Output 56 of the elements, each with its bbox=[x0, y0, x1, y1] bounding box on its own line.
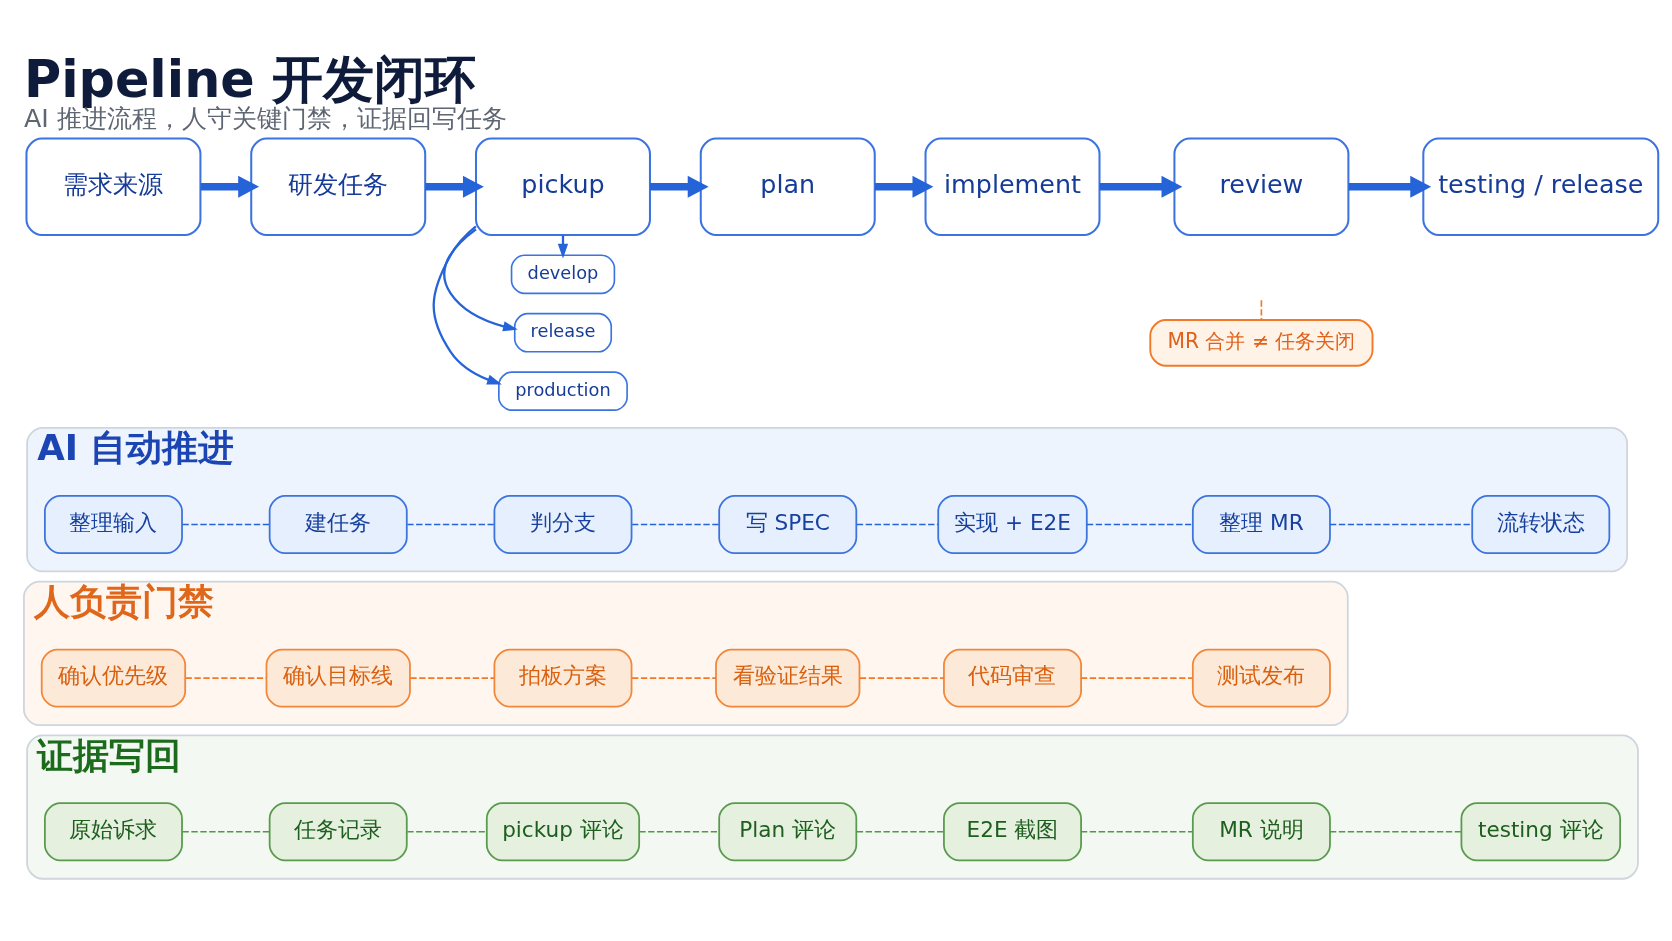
node-box: 看验证结果 bbox=[715, 648, 861, 708]
node-box: develop bbox=[510, 254, 616, 295]
node-box: review bbox=[1173, 137, 1350, 236]
node-box: pickup bbox=[474, 137, 651, 236]
node-box: 实现 + E2E bbox=[937, 495, 1088, 554]
arrow bbox=[443, 228, 518, 332]
connector bbox=[406, 830, 488, 833]
node-box: 写 SPEC bbox=[718, 495, 858, 554]
connector bbox=[856, 830, 945, 833]
node-box: 整理输入 bbox=[44, 495, 183, 554]
node-box: 研发任务 bbox=[250, 137, 427, 236]
node-box: production bbox=[498, 371, 628, 411]
connector bbox=[1080, 830, 1194, 833]
connector bbox=[1260, 299, 1263, 321]
connector bbox=[638, 830, 720, 833]
node-box: testing 评论 bbox=[1460, 802, 1622, 862]
node-box: 拍板方案 bbox=[493, 648, 633, 708]
node-box: 确认优先级 bbox=[40, 648, 187, 708]
connector bbox=[1329, 830, 1462, 833]
connector bbox=[1329, 523, 1473, 526]
node-box: pickup 评论 bbox=[485, 802, 641, 862]
connector bbox=[409, 677, 495, 679]
node-box: MR 说明 bbox=[1191, 802, 1331, 862]
node-box: 确认目标线 bbox=[265, 648, 411, 708]
node-box: 流转状态 bbox=[1471, 495, 1611, 554]
node-box: 需求来源 bbox=[25, 137, 202, 236]
node-box: Plan 评论 bbox=[718, 802, 858, 862]
arrow bbox=[200, 175, 260, 198]
node-box: E2E 截图 bbox=[943, 802, 1082, 862]
connector bbox=[406, 523, 496, 526]
node-box: 代码审查 bbox=[943, 648, 1082, 708]
arrow bbox=[425, 175, 484, 198]
node-box: 任务记录 bbox=[268, 802, 408, 862]
node-box: implement bbox=[924, 137, 1101, 236]
connector bbox=[1086, 523, 1194, 526]
connector bbox=[181, 830, 271, 833]
node-box: 建任务 bbox=[268, 495, 408, 554]
node-box: 判分支 bbox=[493, 495, 633, 554]
connector bbox=[631, 523, 720, 526]
connector bbox=[631, 677, 717, 679]
node-box: plan bbox=[699, 137, 876, 236]
node-box: 测试发布 bbox=[1191, 648, 1331, 708]
arrow bbox=[432, 225, 502, 385]
connector bbox=[1080, 677, 1194, 679]
connector bbox=[181, 523, 271, 526]
node-box: 原始诉求 bbox=[44, 802, 183, 862]
connector bbox=[859, 677, 945, 679]
node-box: testing / release bbox=[1422, 137, 1660, 236]
arrow bbox=[874, 175, 934, 198]
node-box: MR 合并 ≠ 任务关闭 bbox=[1149, 319, 1374, 367]
arrow bbox=[1348, 175, 1432, 198]
connector bbox=[856, 523, 939, 526]
node-box: release bbox=[513, 312, 613, 353]
arrow bbox=[1099, 175, 1183, 198]
node-box: 整理 MR bbox=[1191, 495, 1331, 554]
arrow bbox=[650, 175, 709, 198]
